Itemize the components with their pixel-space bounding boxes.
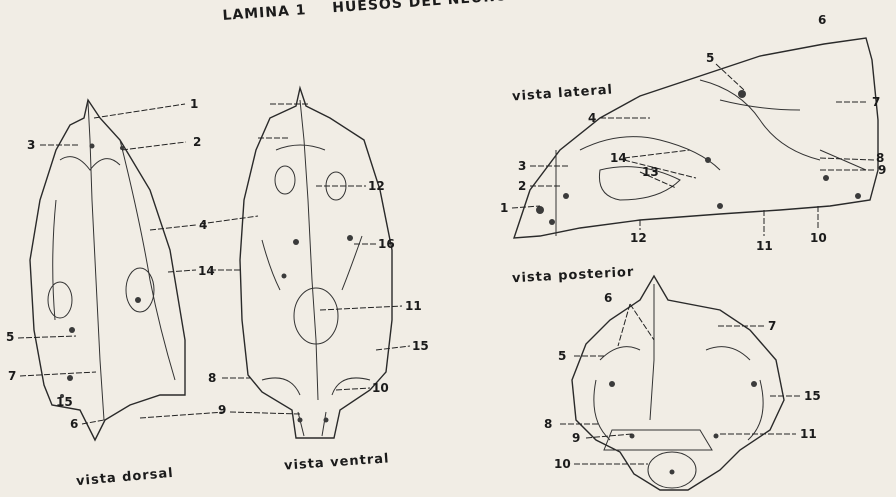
lateral-label-3: 3 xyxy=(518,160,526,172)
posterior-label-6: 6 xyxy=(604,292,612,304)
dorsal-label-4: 4 xyxy=(199,219,207,231)
dorsal-label-6: 6 xyxy=(70,418,78,430)
dorsal-label-15: 15 xyxy=(56,396,73,408)
lateral-label-12: 12 xyxy=(630,232,647,244)
dorsal-label-7: 7 xyxy=(8,370,16,382)
ventral-label-16: 16 xyxy=(378,238,395,250)
ventral-label-15: 15 xyxy=(412,340,429,352)
lateral-label-14: 14 xyxy=(610,152,627,164)
lateral-label-7: 7 xyxy=(872,96,880,108)
dorsal-label-14: 14 xyxy=(198,265,215,277)
ventral-view-drawing xyxy=(240,88,392,438)
dorsal-view-drawing xyxy=(30,100,185,440)
posterior-label-7: 7 xyxy=(768,320,776,332)
dorsal-label-3: 3 xyxy=(27,139,35,151)
ventral-label-10: 10 xyxy=(372,382,389,394)
lateral-view-drawing xyxy=(514,38,878,238)
lateral-label-5: 5 xyxy=(706,52,714,64)
ventral-label-11: 11 xyxy=(405,300,422,312)
lateral-label-4: 4 xyxy=(588,112,596,124)
ventral-label-9: 9 xyxy=(218,404,226,416)
lateral-label-10: 10 xyxy=(810,232,827,244)
ventral-label-8: 8 xyxy=(208,372,216,384)
lateral-label-1: 1 xyxy=(500,202,508,214)
dorsal-label-1: 1 xyxy=(190,98,198,110)
posterior-label-11: 11 xyxy=(800,428,817,440)
lateral-label-11: 11 xyxy=(756,240,773,252)
posterior-label-10: 10 xyxy=(554,458,571,470)
dorsal-leader-lines xyxy=(18,104,196,424)
lateral-label-9: 9 xyxy=(878,164,886,176)
lateral-label-2: 2 xyxy=(518,180,526,192)
posterior-label-8: 8 xyxy=(544,418,552,430)
lateral-label-13: 13 xyxy=(642,166,659,178)
posterior-label-9: 9 xyxy=(572,432,580,444)
dorsal-label-2: 2 xyxy=(193,136,201,148)
ventral-leader-lines xyxy=(140,104,410,418)
ventral-label-12: 12 xyxy=(368,180,385,192)
posterior-view-drawing xyxy=(572,276,784,490)
dorsal-label-5: 5 xyxy=(6,331,14,343)
posterior-label-15: 15 xyxy=(804,390,821,402)
posterior-label-5: 5 xyxy=(558,350,566,362)
